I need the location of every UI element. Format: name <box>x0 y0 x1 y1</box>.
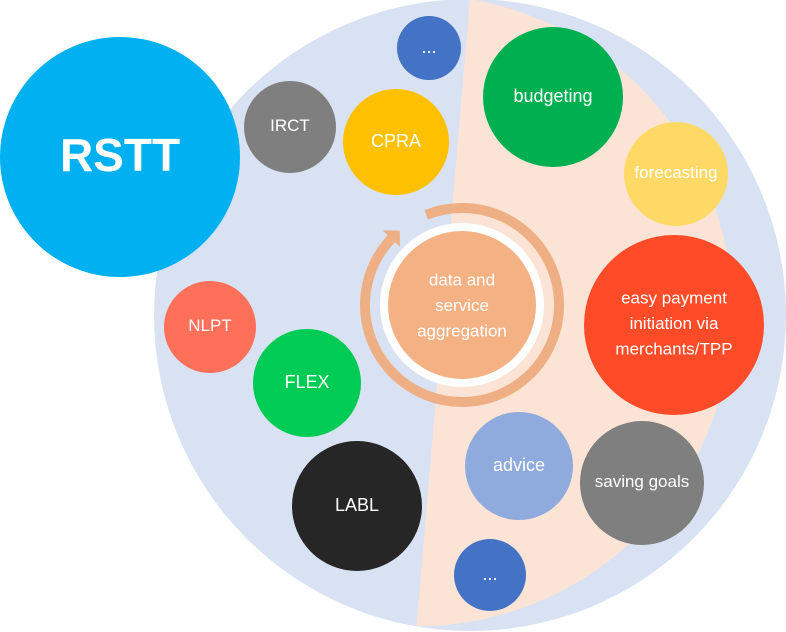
node-circle <box>465 412 573 520</box>
node-circle <box>454 539 526 611</box>
label-line: data and <box>429 271 495 290</box>
node-easy-payment: easy payment initiation via merchants/TPP <box>584 235 764 415</box>
node-circle <box>253 329 361 437</box>
label-line: saving goals <box>595 472 690 491</box>
node-circle <box>483 27 623 167</box>
node-labl: LABL <box>292 441 422 571</box>
node-ellipsis-top: ... <box>397 16 461 80</box>
node-circle <box>244 81 336 173</box>
node-rstt: RSTT <box>0 37 240 277</box>
center-hub: data and service aggregation <box>360 203 564 407</box>
node-label: LABL <box>335 495 379 515</box>
node-circle <box>584 235 764 415</box>
label-line: easy payment <box>621 289 727 308</box>
node-label: IRCT <box>270 116 310 135</box>
label-line: ... <box>482 564 497 584</box>
label-line: IRCT <box>270 116 310 135</box>
center-label: data and service aggregation <box>417 271 507 341</box>
label-line: CPRA <box>371 131 421 151</box>
node-label: RSTT <box>60 129 180 181</box>
node-flex: FLEX <box>253 329 361 437</box>
label-line: NLPT <box>188 316 231 335</box>
node-circle <box>580 421 704 545</box>
node-label: ... <box>421 37 436 57</box>
label-line: advice <box>493 455 545 475</box>
node-label: easy payment initiation via merchants/TPP <box>615 289 732 359</box>
label-line: forecasting <box>634 163 717 182</box>
node-label: advice <box>493 455 545 475</box>
nodes-group: RSTT IRCT CPRA... NLPT FLEX LABL budgeting fore… <box>0 16 764 611</box>
label-line: ... <box>421 37 436 57</box>
node-saving-goals: saving goals <box>580 421 704 545</box>
node-cpra: CPRA <box>343 89 449 195</box>
circular-arrow-ring <box>360 203 564 407</box>
node-label: NLPT <box>188 316 231 335</box>
node-circle <box>624 122 728 226</box>
node-circle <box>0 37 240 277</box>
label-line: FLEX <box>284 372 329 392</box>
node-label: saving goals <box>595 472 690 491</box>
node-ellipsis-bottom: ... <box>454 539 526 611</box>
label-line: service <box>435 296 489 315</box>
node-label: budgeting <box>513 86 592 106</box>
node-budgeting: budgeting <box>483 27 623 167</box>
node-advice: advice <box>465 412 573 520</box>
node-forecasting: forecasting <box>624 122 728 226</box>
center-circle <box>380 223 544 387</box>
label-line: LABL <box>335 495 379 515</box>
label-line: budgeting <box>513 86 592 106</box>
node-circle <box>397 16 461 80</box>
label-line: merchants/TPP <box>615 340 732 359</box>
node-irct: IRCT <box>244 81 336 173</box>
label-line: initiation via <box>630 314 719 333</box>
node-circle <box>164 281 256 373</box>
node-circle <box>343 89 449 195</box>
node-label: ... <box>482 564 497 584</box>
label-line: aggregation <box>417 322 507 341</box>
label-line: RSTT <box>60 129 180 181</box>
node-label: CPRA <box>371 131 421 151</box>
node-label: forecasting <box>634 163 717 182</box>
node-label: FLEX <box>284 372 329 392</box>
node-circle <box>292 441 422 571</box>
node-nlpt: NLPT <box>164 281 256 373</box>
ring-arrowhead-icon <box>382 230 400 247</box>
